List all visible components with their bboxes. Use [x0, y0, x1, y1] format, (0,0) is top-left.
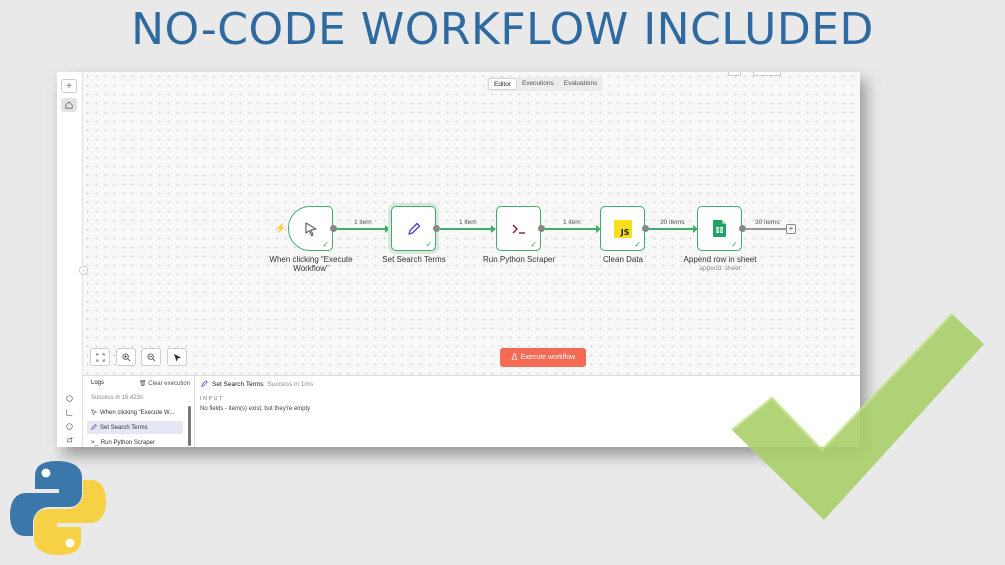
collapse-sidebar-icon[interactable]: › — [79, 266, 88, 275]
add-node-plus-icon[interactable]: + — [786, 224, 796, 234]
zoom-in-icon[interactable] — [116, 348, 136, 366]
notification-bell-icon[interactable] — [61, 433, 77, 447]
execute-workflow-label: Execute workflow — [520, 354, 576, 361]
trigger-bolt-icon: ⚡ — [275, 223, 287, 233]
node-manual-trigger[interactable]: ✓ — [288, 206, 333, 251]
checkmark-icon — [728, 312, 988, 532]
input-header: INPUT — [200, 396, 224, 402]
node-label: Set Search Terms — [382, 255, 446, 264]
banner-title: NO-CODE WORKFLOW INCLUDED — [131, 4, 874, 55]
edge-label: 1 item — [563, 219, 581, 226]
tab-evaluations[interactable]: Evaluations — [563, 80, 598, 87]
logs-title: Logs — [91, 380, 105, 386]
node-clean-data[interactable]: JS ✓ — [600, 206, 645, 251]
edge-label: 1 item — [459, 219, 477, 226]
node-subtitle: append: sheet — [699, 265, 741, 272]
log-item[interactable]: >_ Run Python Scraper — [91, 439, 155, 446]
python-logo — [8, 459, 108, 562]
log-detail-header: Set Search Terms Success in 1ms — [201, 380, 313, 389]
view-tabs: Editor Executions Evaluations — [487, 77, 604, 91]
success-check-icon: ✓ — [425, 240, 432, 249]
cursor-icon — [289, 207, 332, 250]
edge-label: 1 item — [354, 219, 372, 226]
toolbar-button[interactable] — [753, 72, 781, 76]
n8n-editor-screenshot: + Editor Executions Evaluations › ⚡ — [57, 72, 860, 447]
terminal-icon: >_ — [91, 439, 98, 446]
templates-icon[interactable] — [61, 391, 77, 405]
output-port[interactable] — [642, 225, 649, 232]
cursor-icon — [91, 408, 98, 417]
log-item[interactable]: When clicking “Execute W... — [87, 406, 183, 419]
pencil-icon — [201, 380, 208, 389]
log-item[interactable]: Set Search Terms — [87, 421, 183, 434]
zoom-out-icon[interactable] — [141, 348, 161, 366]
connection — [337, 228, 388, 230]
connection-arrow — [385, 225, 390, 233]
add-icon[interactable]: + — [61, 79, 77, 93]
node-set-search-terms[interactable]: ✓ — [391, 206, 436, 251]
node-label: When clicking “Execute Workflow” — [269, 255, 353, 273]
workflow-canvas[interactable]: Editor Executions Evaluations › ⚡ ✓ When… — [79, 72, 860, 375]
selected-node-name: Set Search Terms — [212, 381, 264, 388]
scrollbar[interactable] — [188, 406, 191, 446]
success-check-icon: ✓ — [634, 240, 641, 249]
output-port[interactable] — [433, 225, 440, 232]
input-message: No fields - item(s) exist, but they're e… — [200, 406, 311, 412]
connection — [545, 228, 598, 230]
pencil-icon — [392, 207, 435, 250]
connection-arrow — [693, 225, 698, 233]
help-icon[interactable] — [61, 419, 77, 433]
terminal-icon — [497, 207, 540, 250]
js-icon: JS — [601, 207, 644, 250]
success-check-icon: ✓ — [530, 240, 537, 249]
execution-status: Success in 16.423s — [91, 395, 144, 401]
tab-executions[interactable]: Executions — [521, 80, 554, 87]
pencil-icon — [91, 423, 97, 432]
node-label: Run Python Scraper — [482, 255, 556, 264]
selected-node-status: Success in 1ms — [267, 381, 314, 388]
connection — [649, 228, 695, 230]
tab-editor[interactable]: Editor — [488, 78, 517, 90]
node-label: Clean Data — [602, 255, 644, 264]
edge-label: 30 items — [755, 219, 780, 226]
node-label: Append row in sheet — [683, 255, 757, 264]
execute-workflow-button[interactable]: Execute workflow — [500, 348, 586, 367]
connection-arrow — [491, 225, 496, 233]
google-sheets-icon — [698, 207, 741, 250]
node-append-row-in-sheet[interactable]: ✓ — [697, 206, 742, 251]
logs-panel: Logs 🗑 Clear execution Success in 16.423… — [83, 375, 860, 447]
insights-icon[interactable] — [61, 405, 77, 419]
flask-icon — [511, 353, 518, 362]
toolbar-button[interactable] — [728, 72, 741, 76]
output-port[interactable] — [330, 225, 337, 232]
edge-label: 30 items — [660, 219, 685, 226]
clear-execution-button[interactable]: 🗑 Clear execution — [139, 381, 190, 387]
connection — [440, 228, 493, 230]
output-port[interactable] — [538, 225, 545, 232]
success-check-icon: ✓ — [322, 240, 329, 249]
left-sidebar: + — [57, 72, 83, 447]
node-run-python-scraper[interactable]: ✓ — [496, 206, 541, 251]
connection-arrow — [596, 225, 601, 233]
trash-icon: 🗑 — [139, 381, 147, 387]
home-icon[interactable] — [61, 98, 77, 112]
success-check-icon: ✓ — [731, 240, 738, 249]
output-port[interactable] — [739, 225, 746, 232]
connection — [746, 228, 787, 230]
select-tool-icon[interactable] — [167, 348, 187, 366]
logs-list-panel: Logs 🗑 Clear execution Success in 16.423… — [83, 376, 195, 447]
fit-view-icon[interactable] — [90, 348, 110, 366]
